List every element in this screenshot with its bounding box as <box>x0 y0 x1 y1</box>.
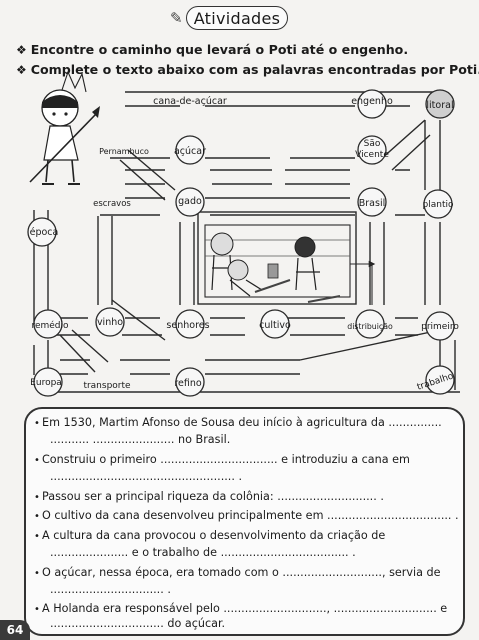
instruction-1: ❖Encontre o caminho que levará o Poti at… <box>16 42 409 57</box>
bullet-icon: • <box>34 492 40 503</box>
text-line-1: •Em 1530, Martim Afonso de Sousa deu iní… <box>34 416 442 429</box>
node-cultivo: cultivo <box>259 320 291 331</box>
text-line-8: ...................... e o trabalho de .… <box>50 546 356 559</box>
bullet-icon: ❖ <box>16 63 27 77</box>
node-epoca: época <box>30 227 59 238</box>
text-line-9: •O açúcar, nessa época, era tomado com o… <box>34 566 441 579</box>
node-acucar: açúcar <box>174 146 206 157</box>
node-senhores: senhores <box>166 320 209 331</box>
node-gado: gado <box>178 196 202 207</box>
maze-nodes <box>27 89 455 397</box>
bullet-icon: ❖ <box>16 43 27 57</box>
text-line-11: •A Holanda era responsável pelo ........… <box>34 602 448 615</box>
text-line-4: ........................................… <box>50 470 243 483</box>
title-banner: ✎ Atividades <box>170 6 290 30</box>
node-sao: São <box>364 139 381 149</box>
maze-illustration: cana-de-açúcar engenho litoral Pernambuc… <box>27 70 460 397</box>
page-number: 64 <box>0 620 30 640</box>
text-line-10: ................................ . <box>50 583 171 596</box>
page-title: Atividades <box>186 6 288 30</box>
node-primeiro: primeiro <box>421 322 459 332</box>
engenho-house <box>197 211 376 305</box>
bullet-icon: • <box>34 568 40 579</box>
text-line-12: ................................ do açúc… <box>50 617 226 630</box>
text-line-5: •Passou ser a principal riqueza da colôn… <box>34 490 384 503</box>
maze-walls <box>33 91 460 393</box>
bullet-icon: • <box>34 604 40 615</box>
node-transporte: transporte <box>83 381 131 391</box>
node-vicente: Vicente <box>355 150 389 160</box>
bullet-icon: • <box>34 418 40 429</box>
pencil-icon: ✎ <box>170 9 183 27</box>
node-distribuicao: distribuição <box>347 322 393 331</box>
node-brasil: Brasil <box>359 198 385 209</box>
node-remedio: remédio <box>31 320 69 331</box>
text-line-7: •A cultura da cana provocou o desenvolvi… <box>34 529 386 542</box>
node-plantio: plantio <box>423 200 454 210</box>
poti-character <box>29 70 100 185</box>
node-engenho: engenho <box>351 96 393 107</box>
bullet-icon: • <box>34 531 40 542</box>
text-line-3: •Construiu o primeiro ..................… <box>34 453 410 466</box>
text-line-6: •O cultivo da cana desenvolveu principal… <box>34 509 459 522</box>
node-cana-de-acucar: cana-de-açúcar <box>153 96 227 107</box>
bullet-icon: • <box>34 455 40 466</box>
node-escravos: escravos <box>93 199 131 209</box>
fill-in-text-box: •Em 1530, Martim Afonso de Sousa deu iní… <box>24 407 465 636</box>
text-line-2: ........... ....................... no B… <box>50 433 231 446</box>
instruction-2: ❖Complete o texto abaixo com as palavras… <box>16 62 479 77</box>
maze-labels: cana-de-açúcar engenho litoral Pernambuc… <box>30 96 460 393</box>
node-litoral: litoral <box>426 100 453 111</box>
node-europa: Europa <box>30 378 62 388</box>
bullet-icon: • <box>34 511 40 522</box>
node-vinho: vinho <box>97 317 123 328</box>
node-pernambuco: Pernambuco <box>99 147 149 156</box>
node-refino: refino <box>174 378 202 389</box>
